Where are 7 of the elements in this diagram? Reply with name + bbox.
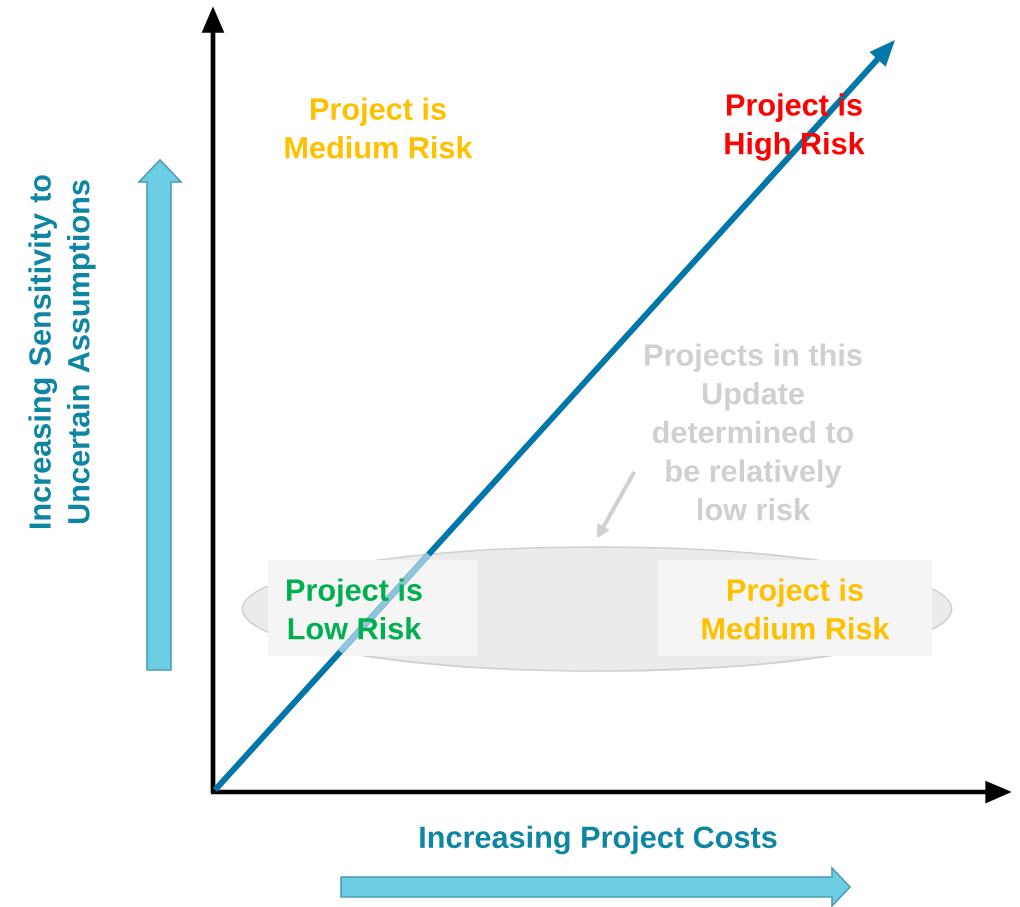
ellipse — [241, 546, 953, 672]
risk-label: Project is Low Risk — [287, 578, 422, 640]
axis-title: Increasing Project Costs — [420, 825, 777, 855]
risk-label: Project is High Risk — [725, 93, 865, 161]
risk-label: Project is Medium Risk — [702, 578, 890, 640]
axis-title: Increasing Sensitivity to Uncertain Assumptions — [28, 175, 96, 529]
risk-label: Project is Medium Risk — [285, 97, 473, 159]
